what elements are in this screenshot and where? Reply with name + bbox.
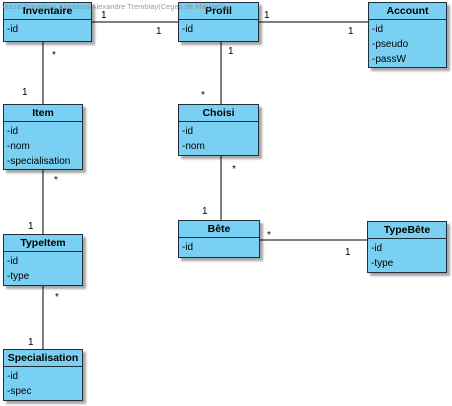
attribute: -spec bbox=[7, 386, 32, 397]
class-account[interactable]: Account -id -pseudo -passW bbox=[368, 2, 447, 68]
attribute: -type bbox=[371, 258, 394, 269]
mult-inventaire-item-from: * bbox=[52, 50, 56, 61]
mult-choisi-bete-to: 1 bbox=[202, 206, 208, 217]
attribute: -id bbox=[182, 126, 194, 137]
mult-typeitem-specialisation-from: * bbox=[55, 292, 59, 303]
attribute: -id bbox=[371, 243, 383, 254]
class-title: Item bbox=[4, 105, 82, 122]
mult-bete-typebete-to: 1 bbox=[345, 247, 351, 258]
attribute-list: -id bbox=[4, 20, 91, 37]
attribute-list: -id -spec bbox=[4, 367, 82, 399]
mult-item-typeitem-from: * bbox=[54, 175, 58, 186]
class-title: Inventaire bbox=[4, 3, 91, 20]
attribute: -id bbox=[7, 126, 19, 137]
attribute: -id bbox=[7, 371, 19, 382]
class-choisi[interactable]: Choisi -id -nom bbox=[178, 104, 259, 156]
class-bete[interactable]: Bête -id bbox=[178, 220, 260, 258]
attribute-list: -id -type bbox=[4, 252, 82, 284]
class-typeitem[interactable]: TypeItem -id -type bbox=[3, 234, 83, 286]
class-title: Choisi bbox=[179, 105, 258, 122]
attribute-list: -id -pseudo -passW bbox=[369, 20, 446, 67]
watermark: Visual Paradigm Standard(Alexandre Tremb… bbox=[2, 2, 226, 11]
class-typebete[interactable]: TypeBête -id -type bbox=[367, 221, 447, 273]
mult-bete-typebete-from: * bbox=[267, 230, 271, 241]
attribute: -nom bbox=[7, 141, 30, 152]
mult-profil-choisi-from: 1 bbox=[228, 46, 234, 57]
class-title: TypeBête bbox=[368, 222, 446, 239]
class-item[interactable]: Item -id -nom -specialisation bbox=[3, 104, 83, 170]
class-profil[interactable]: Profil -id bbox=[178, 2, 259, 42]
attribute-list: -id -nom -specialisation bbox=[4, 122, 82, 169]
class-title: Bête bbox=[179, 221, 259, 238]
attribute: -specialisation bbox=[7, 156, 71, 167]
attribute: -nom bbox=[182, 141, 205, 152]
class-specialisation[interactable]: Specialisation -id -spec bbox=[3, 349, 83, 401]
attribute: -id bbox=[182, 24, 194, 35]
mult-profil-choisi-to: * bbox=[201, 90, 205, 101]
mult-inventaire-item-to: 1 bbox=[22, 87, 28, 98]
attribute-list: -id bbox=[179, 238, 259, 255]
attribute: -passW bbox=[372, 54, 406, 65]
class-title: Account bbox=[369, 3, 446, 20]
class-inventaire[interactable]: Inventaire -id bbox=[3, 2, 92, 42]
class-title: Specialisation bbox=[4, 350, 82, 367]
attribute-list: -id bbox=[179, 20, 258, 37]
class-title: TypeItem bbox=[4, 235, 82, 252]
mult-typeitem-specialisation-to: 1 bbox=[28, 337, 34, 348]
attribute: -type bbox=[7, 271, 30, 282]
attribute: -id bbox=[372, 24, 384, 35]
attribute: -id bbox=[182, 242, 194, 253]
mult-profil-account-from: 1 bbox=[264, 10, 270, 21]
attribute-list: -id -type bbox=[368, 239, 446, 271]
mult-inventaire-profil-from: 1 bbox=[101, 10, 107, 21]
attribute: -pseudo bbox=[372, 39, 409, 50]
mult-item-typeitem-to: 1 bbox=[28, 221, 34, 232]
mult-profil-account-to: 1 bbox=[348, 26, 354, 37]
class-title: Profil bbox=[179, 3, 258, 20]
mult-inventaire-profil-to: 1 bbox=[156, 26, 162, 37]
attribute: -id bbox=[7, 24, 19, 35]
mult-choisi-bete-from: * bbox=[232, 164, 236, 175]
attribute: -id bbox=[7, 256, 19, 267]
attribute-list: -id -nom bbox=[179, 122, 258, 154]
